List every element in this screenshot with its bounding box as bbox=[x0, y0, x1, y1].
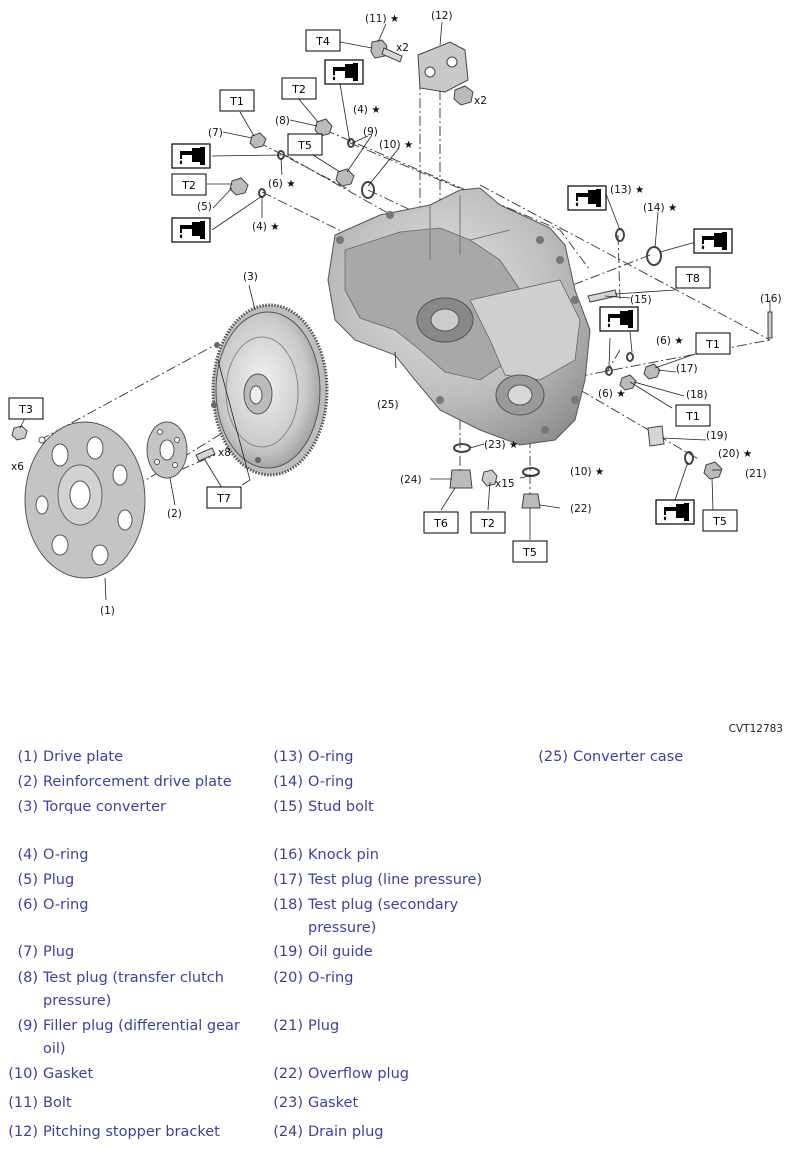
callout-label: (4) ★ bbox=[353, 104, 381, 116]
oil-symbol-icon bbox=[324, 59, 364, 85]
callout-label: (7) bbox=[208, 127, 223, 139]
torque-box-label: T1 bbox=[229, 95, 244, 108]
reinforcement-drive-plate bbox=[146, 421, 188, 479]
torque-box: T5 bbox=[287, 133, 323, 156]
oil-symbol-icon bbox=[693, 228, 733, 254]
bolt-11 bbox=[370, 39, 403, 63]
callout-label: (10) ★ bbox=[379, 139, 413, 151]
torque-box-label: T6 bbox=[433, 517, 448, 530]
torque-box-label: T5 bbox=[297, 139, 312, 152]
callout-label: (17) bbox=[676, 363, 698, 375]
torque-box-label: T8 bbox=[685, 272, 700, 285]
callout-label: (13) ★ bbox=[610, 184, 644, 196]
torque-box-label: T2 bbox=[480, 517, 495, 530]
bolt-t7 bbox=[195, 447, 216, 462]
callout-label: (10) ★ bbox=[570, 466, 604, 478]
torque-box: T2 bbox=[171, 173, 207, 196]
torque-box: T1 bbox=[219, 89, 255, 112]
torque-converter bbox=[211, 303, 329, 477]
callout-label: (12) bbox=[431, 10, 453, 22]
torque-box-label: T5 bbox=[712, 515, 727, 528]
callout-label: (8) bbox=[275, 115, 290, 127]
oil-symbol-icon bbox=[655, 499, 695, 525]
torque-box: T8 bbox=[675, 266, 711, 289]
torque-box: T5 bbox=[702, 509, 738, 532]
converter-case bbox=[327, 187, 591, 446]
torque-boxes: T4 T1 T2 T5 T2 T8 T1 T1 T3 T7 T6 T2 T5 T… bbox=[8, 29, 738, 563]
bolt-t3 bbox=[11, 425, 28, 441]
callout-label: (19) bbox=[706, 430, 728, 442]
torque-box-label: T2 bbox=[291, 83, 306, 96]
torque-box: T2 bbox=[470, 511, 506, 534]
torque-box: T1 bbox=[675, 404, 711, 427]
callout-label: (18) bbox=[686, 389, 708, 401]
torque-box: T3 bbox=[8, 397, 44, 420]
torque-box-label: T4 bbox=[315, 35, 330, 48]
quantity-label: x8 bbox=[218, 447, 231, 459]
pitching-stopper-bracket bbox=[417, 41, 474, 106]
quantity-label: x2 bbox=[474, 95, 487, 107]
callout-label: (25) bbox=[377, 399, 399, 411]
callout-label: (16) bbox=[760, 293, 782, 305]
oil-symbol-icon bbox=[171, 217, 211, 243]
torque-box-label: T7 bbox=[216, 492, 231, 505]
callout-label: (20) ★ bbox=[718, 448, 752, 460]
callout-label: (6) ★ bbox=[268, 178, 296, 190]
torque-box-label: T5 bbox=[522, 546, 537, 559]
callout-label: (2) bbox=[167, 508, 182, 520]
callout-label: (1) bbox=[100, 605, 115, 617]
small-parts bbox=[229, 118, 773, 509]
callout-label: (23) ★ bbox=[484, 439, 518, 451]
callout-label: (24) bbox=[400, 474, 422, 486]
callout-label: (6) ★ bbox=[598, 388, 626, 400]
callout-label: (15) bbox=[630, 294, 652, 306]
quantity-label: x2 bbox=[396, 42, 409, 54]
torque-box: T7 bbox=[206, 486, 242, 509]
torque-box: T6 bbox=[423, 511, 459, 534]
quantity-label: x15 bbox=[495, 478, 515, 490]
torque-box: T5 bbox=[512, 540, 548, 563]
torque-box-label: T2 bbox=[181, 179, 196, 192]
oil-symbol-icon bbox=[171, 143, 211, 169]
parts-legend: (1)Drive plate (2)Reinforcement drive pl… bbox=[8, 749, 684, 1140]
torque-box: T2 bbox=[281, 77, 317, 100]
quantity-labels: x2 x2 x6 x8 x15 bbox=[11, 42, 515, 490]
callout-label: (5) bbox=[197, 201, 212, 213]
callouts: (11) ★ (12) (4) ★ (8) (9) (10) ★ (7) (6)… bbox=[100, 10, 782, 617]
torque-box-label: T1 bbox=[705, 338, 720, 351]
callout-label: (9) bbox=[363, 126, 378, 138]
torque-box: T4 bbox=[305, 29, 341, 52]
callout-label: (22) bbox=[570, 503, 592, 515]
quantity-label: x6 bbox=[11, 461, 24, 473]
torque-box-label: T1 bbox=[685, 410, 700, 423]
callout-label: (6) ★ bbox=[656, 335, 684, 347]
callout-label: (14) ★ bbox=[643, 202, 677, 214]
callout-label: (4) ★ bbox=[252, 221, 280, 233]
callout-label: (21) bbox=[745, 468, 767, 480]
oil-symbol-icon bbox=[599, 306, 639, 332]
torque-box-label: T3 bbox=[18, 403, 33, 416]
drive-plate bbox=[24, 421, 146, 579]
diagram-code: CVT12783 bbox=[728, 723, 783, 735]
callout-label: (3) bbox=[243, 271, 258, 283]
exploded-view-diagram: T4 T1 T2 T5 T2 T8 T1 T1 T3 T7 T6 T2 T5 T… bbox=[8, 10, 782, 617]
torque-box: T1 bbox=[695, 332, 731, 355]
oil-symbol-icon bbox=[567, 185, 607, 211]
callout-label: (11) ★ bbox=[365, 13, 399, 25]
leader-lines bbox=[19, 21, 771, 601]
